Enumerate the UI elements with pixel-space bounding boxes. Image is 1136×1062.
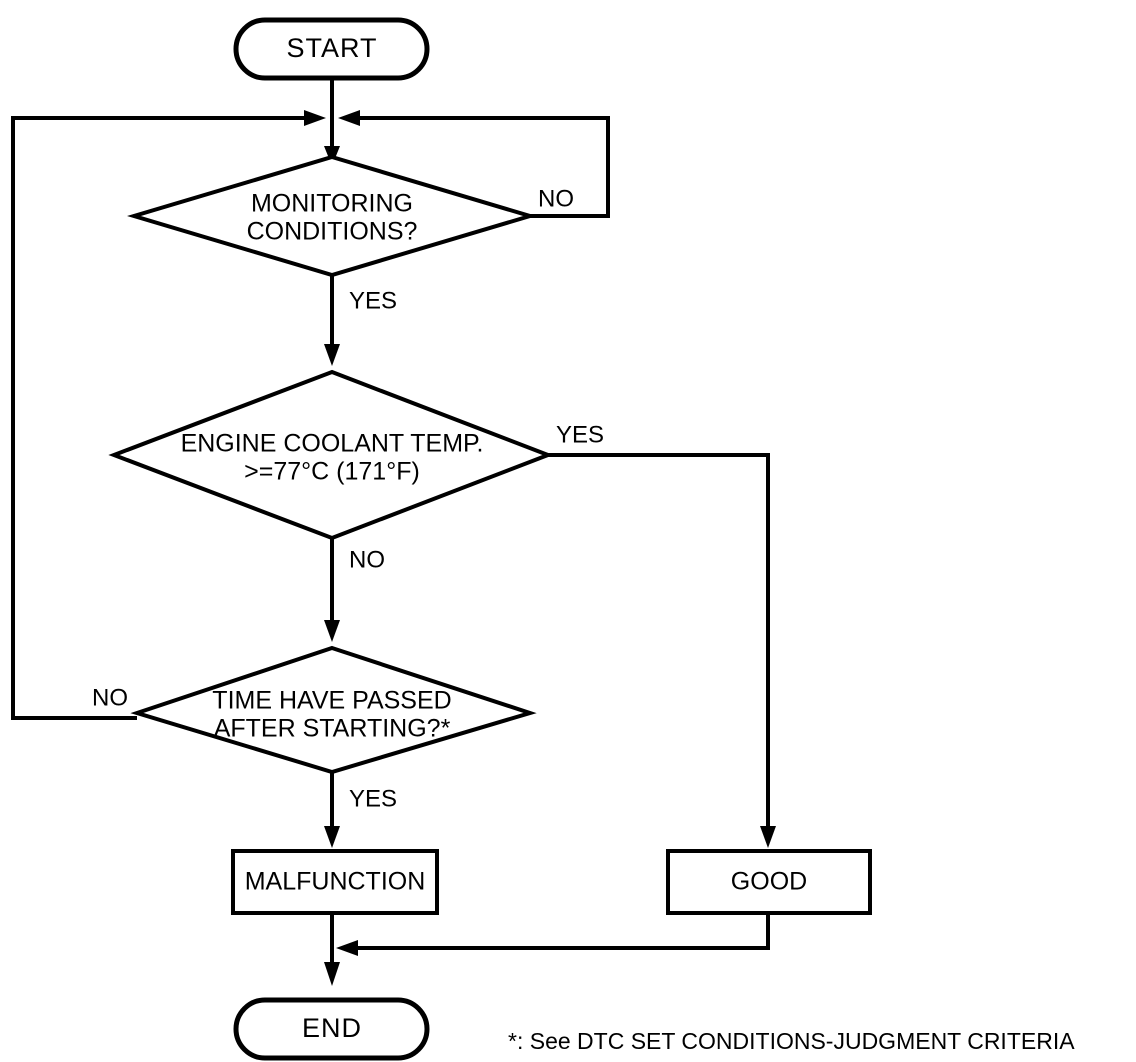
arrowhead-down-into-good [760,826,776,848]
branch-label-time-yes: YES [349,785,397,812]
monitoring-label-line1: MONITORING [251,190,413,218]
connector-start-to-junction [324,78,340,166]
arrowhead-down-into-malfunction [324,826,340,848]
arrowhead-right-into-junction-left [304,110,326,126]
branch-label-time-no: NO [92,684,128,711]
arrowhead-down-into-end [324,962,340,986]
branch-label-coolant-yes: YES [556,421,604,448]
node-monitoring-conditions[interactable]: MONITORING CONDITIONS? [126,154,538,278]
start-label: START [286,33,377,63]
malfunction-box-shape [231,849,439,915]
time-label-line1: TIME HAVE PASSED [212,687,451,715]
start-terminator-shape [233,17,430,81]
arrowhead-down-into-coolant [324,344,340,366]
connector-coolant-to-time [324,538,340,642]
node-start[interactable]: START [233,17,430,81]
monitoring-decision-shape [126,154,538,278]
arrowhead-left-into-junction-right [338,110,360,126]
end-label: END [302,1013,362,1043]
end-terminator-shape [233,997,430,1061]
connector-loopback-right [338,110,610,218]
monitoring-label-line2: CONDITIONS? [247,218,418,246]
time-label-line2: AFTER STARTING?* [214,715,451,743]
good-label: GOOD [731,868,807,896]
connector-loopback-left [11,110,326,720]
branch-label-monitoring-yes: YES [349,287,397,314]
node-time-have-passed[interactable]: TIME HAVE PASSED AFTER STARTING?* [130,645,537,775]
coolant-decision-shape [108,369,554,541]
node-good[interactable]: GOOD [666,849,872,915]
footnote-text: *: See DTC SET CONDITIONS-JUDGMENT CRITE… [508,1028,1075,1054]
arrowhead-down-into-time [324,620,340,642]
node-end[interactable]: END [233,997,430,1061]
coolant-label-line2: >=77°C (171°F) [244,458,420,486]
node-engine-coolant-temp[interactable]: ENGINE COOLANT TEMP. >=77°C (171°F) [108,369,554,541]
connector-monitoring-to-coolant [324,275,340,366]
connector-malfunction-to-end [324,913,340,986]
arrowhead-left-into-end-line [336,940,358,956]
malfunction-label: MALFUNCTION [245,868,426,896]
branch-label-monitoring-no: NO [538,185,574,212]
connector-good-to-end-merge [336,913,770,956]
good-box-shape [666,849,872,915]
connector-coolant-yes-to-good [548,453,776,848]
connector-time-yes-to-malfunction [324,772,340,848]
time-decision-shape [130,645,537,775]
branch-label-coolant-no: NO [349,546,385,573]
coolant-label-line1: ENGINE COOLANT TEMP. [181,430,484,458]
node-malfunction[interactable]: MALFUNCTION [231,849,439,915]
